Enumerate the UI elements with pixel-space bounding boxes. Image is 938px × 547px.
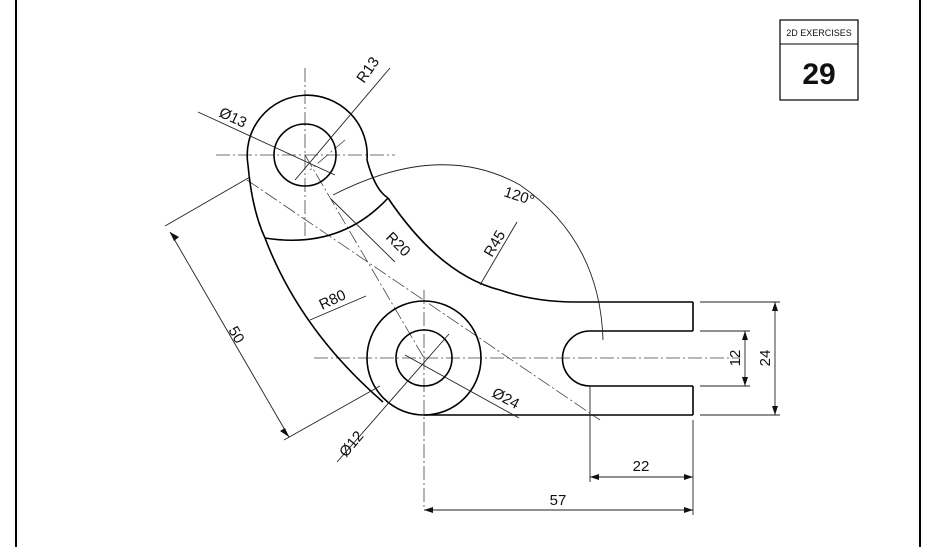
title-block: 2D EXERCISES 29 <box>779 19 859 101</box>
label-slot-depth: 22 <box>633 458 650 475</box>
label-overall-length: 57 <box>550 492 567 509</box>
center-lines <box>216 68 740 510</box>
bottom-boss <box>366 300 482 416</box>
label-center-distance: 50 <box>225 324 248 347</box>
label-bottom-boss-diameter: Ø24 <box>489 385 522 413</box>
label-outer-arc-radius: R45 <box>481 228 509 260</box>
label-slot-width: 12 <box>727 350 744 367</box>
title-block-heading: 2D EXERCISES <box>786 28 852 38</box>
label-arm-height: 24 <box>757 350 774 367</box>
label-inner-arc-radius: R20 <box>382 229 413 260</box>
top-hole <box>273 123 337 187</box>
label-angle: 120° <box>502 184 537 210</box>
dimension-labels: Ø13 R13 R20 R45 120° R80 50 Ø12 Ø24 12 2… <box>216 54 774 509</box>
bottom-hole <box>395 329 453 387</box>
title-block-number: 29 <box>802 58 835 91</box>
arrowheads <box>170 232 778 513</box>
dimension-lines <box>164 67 780 515</box>
label-large-arc-radius: R80 <box>317 287 349 314</box>
part-outline <box>246 94 694 416</box>
